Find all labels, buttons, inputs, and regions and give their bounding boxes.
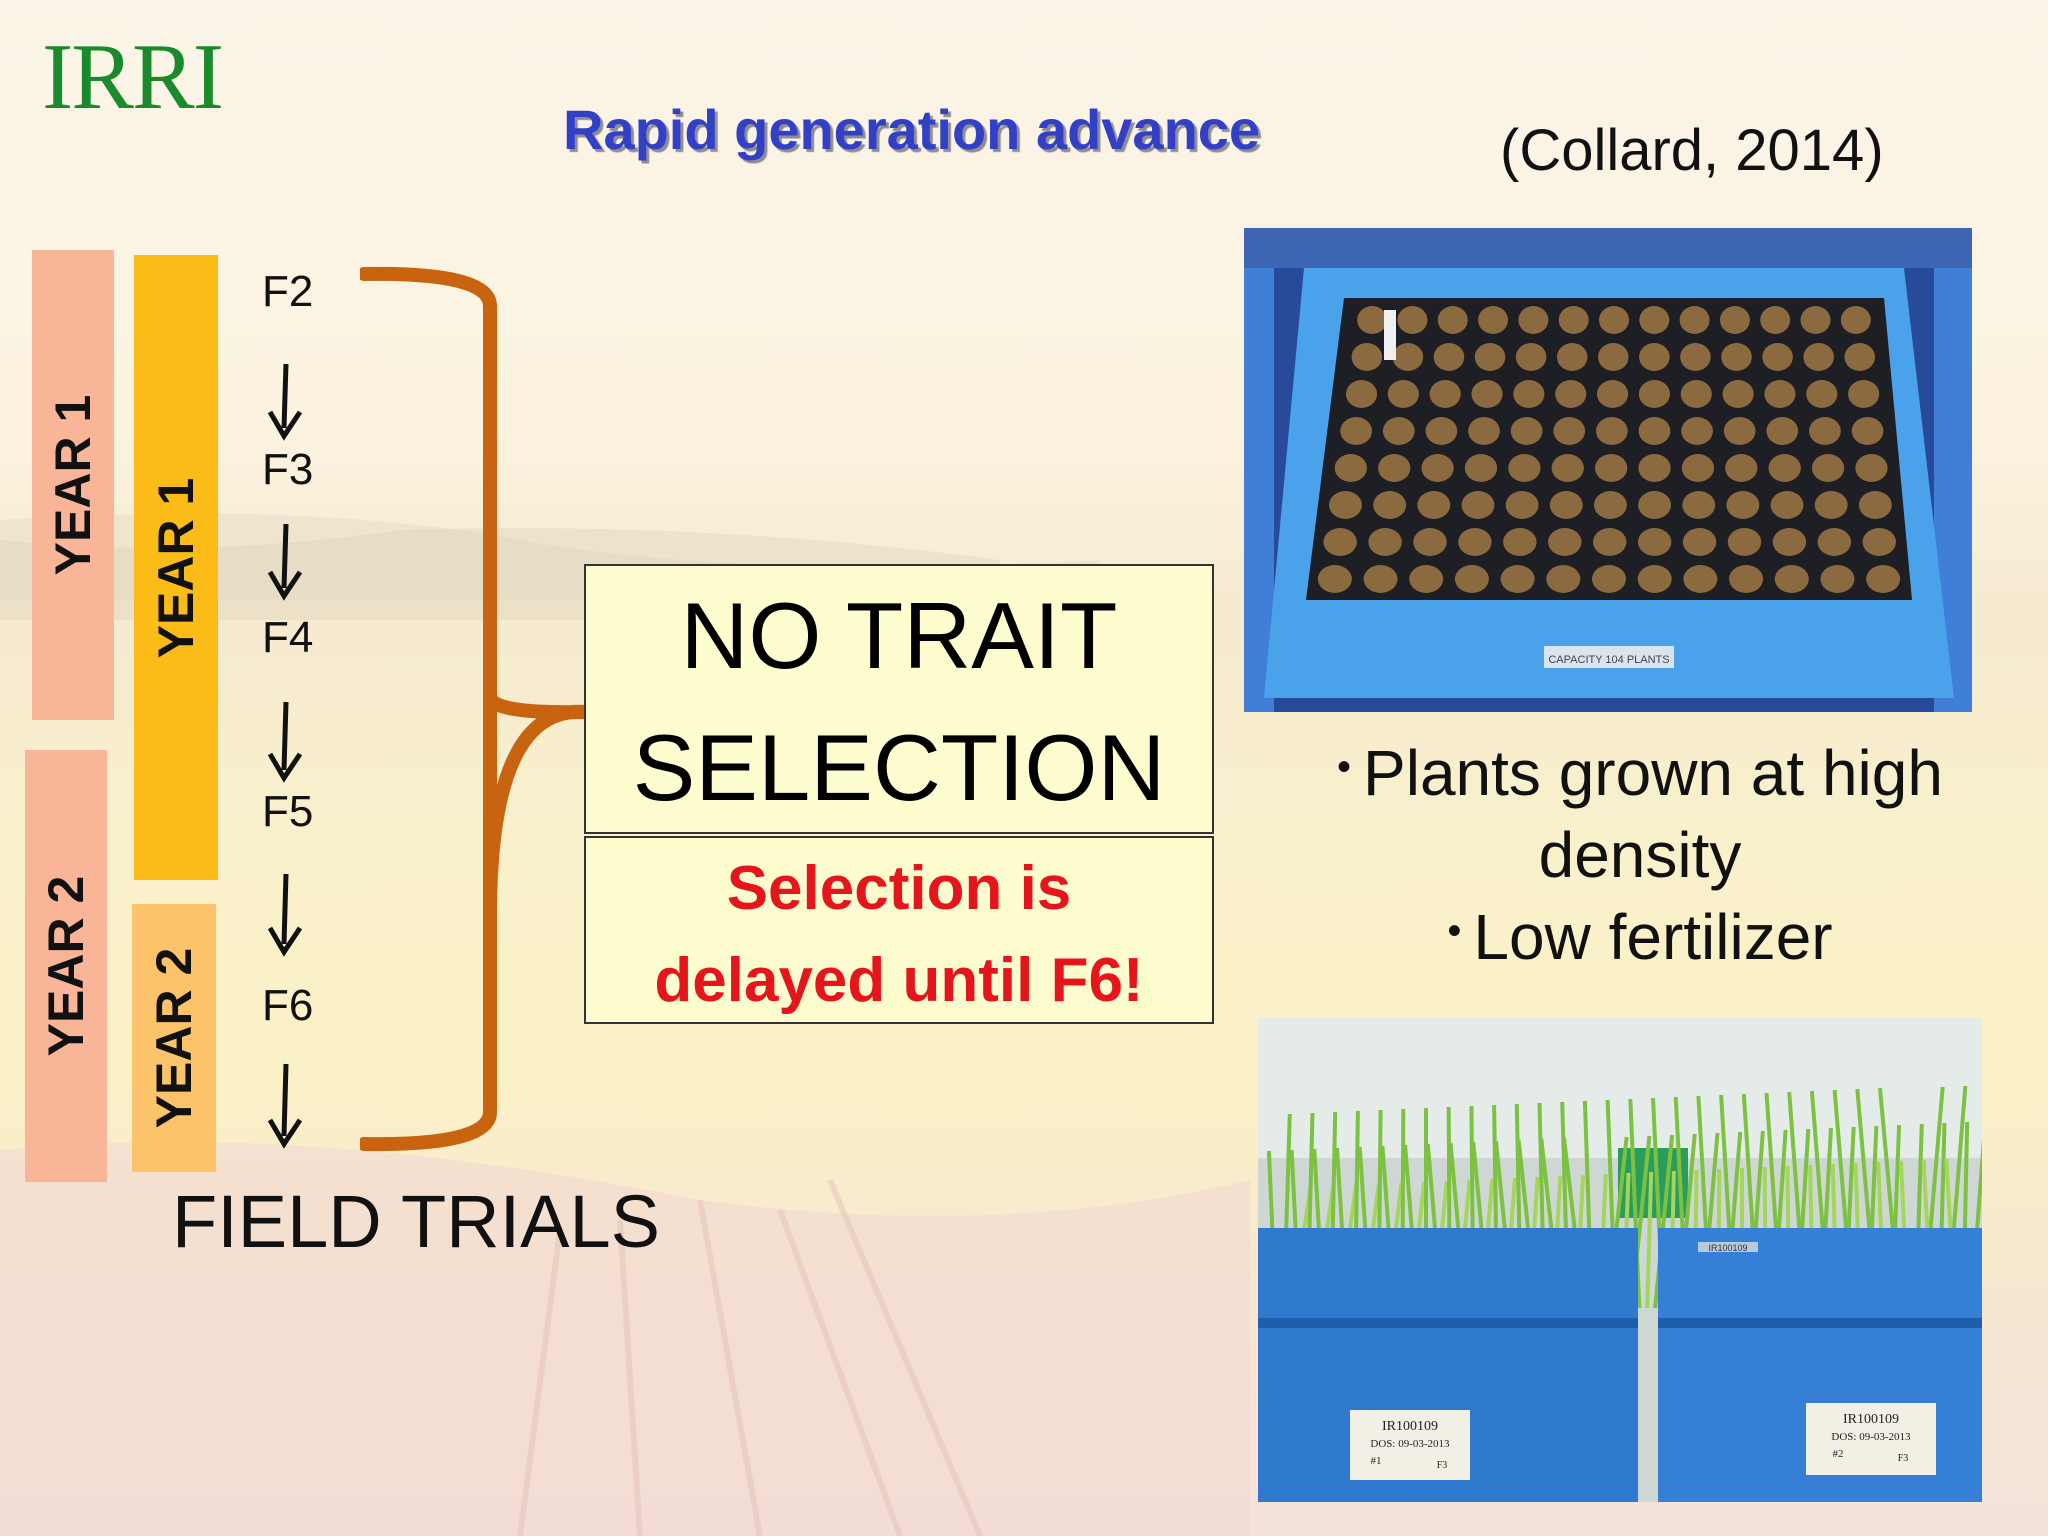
no-trait-line-1: NO TRAIT	[680, 583, 1118, 688]
inner-bar-year-1: YEAR 1	[134, 255, 218, 880]
irri-logo: IRRI	[42, 25, 224, 129]
generation-f5: F5	[262, 787, 314, 836]
tag-right-line-1: IR100109	[1843, 1412, 1899, 1427]
slide-title: Rapid generation advance	[563, 98, 1261, 161]
tag-left-line-3: #1	[1371, 1455, 1382, 1467]
tag-right-line-3: #2	[1833, 1448, 1844, 1460]
down-arrow-icon	[267, 1063, 303, 1149]
bullet-item-2: •Low fertilizer	[1260, 896, 2020, 978]
tag-right-line-4: F3	[1898, 1453, 1909, 1464]
citation: (Collard, 2014)	[1500, 118, 1884, 183]
bullet-marker: •	[1447, 909, 1462, 953]
outer-bar-year-2: YEAR 2	[25, 750, 107, 1182]
bullet-item-1-line-1: Plants grown at high	[1363, 737, 1943, 809]
inner-bar-year-2-label: YEAR 2	[146, 947, 202, 1129]
outer-bar-year-2-label: YEAR 2	[38, 875, 94, 1057]
tag-left-line-1: IR100109	[1382, 1419, 1438, 1434]
curly-brace	[360, 266, 590, 1152]
down-arrow-icon	[267, 523, 303, 601]
tag-right-line-2: DOS: 09-03-2013	[1831, 1431, 1911, 1443]
down-arrow-icon	[267, 873, 303, 957]
tag-left-line-4: F3	[1437, 1460, 1448, 1471]
generation-f3: F3	[262, 445, 314, 494]
bullet-marker: •	[1337, 745, 1352, 789]
field-trials-label: FIELD TRIALS	[172, 1180, 661, 1263]
generation-f2: F2	[262, 267, 314, 316]
tag-left-line-2: DOS: 09-03-2013	[1370, 1438, 1450, 1450]
selection-delayed-box: Selection is delayed until F6!	[584, 836, 1214, 1024]
crate-label: IR100109	[1708, 1243, 1747, 1253]
bullet-item-1: •Plants grown at high density	[1260, 732, 2020, 896]
rice-plants-photo: IR100109 IR100109 DOS: 09-03-2013 #1 F3 …	[1258, 1018, 1982, 1502]
selection-note-line-2: delayed until F6!	[654, 946, 1144, 1015]
outer-bar-year-1-label: YEAR 1	[45, 394, 101, 576]
down-arrow-icon	[267, 701, 303, 783]
inner-bar-year-2: YEAR 2	[132, 904, 216, 1172]
generation-f4: F4	[262, 613, 314, 662]
bullet-item-2-text: Low fertilizer	[1473, 901, 1833, 973]
bullet-item-1-line-2: density	[1538, 819, 1742, 891]
seedling-tray-photo: CAPACITY 104 PLANTS	[1244, 228, 1972, 712]
inner-bar-year-1-label: YEAR 1	[148, 477, 204, 658]
no-trait-line-2: SELECTION	[632, 715, 1166, 820]
outer-bar-year-1: YEAR 1	[32, 250, 114, 720]
selection-note-line-1: Selection is	[726, 854, 1072, 923]
tray-capacity-label: CAPACITY 104 PLANTS	[1548, 654, 1669, 666]
no-trait-selection-box: NO TRAIT SELECTION	[584, 564, 1214, 834]
generation-f6: F6	[262, 981, 314, 1030]
down-arrow-icon	[267, 363, 303, 441]
bullet-list: •Plants grown at high density •Low ferti…	[1260, 732, 2020, 978]
